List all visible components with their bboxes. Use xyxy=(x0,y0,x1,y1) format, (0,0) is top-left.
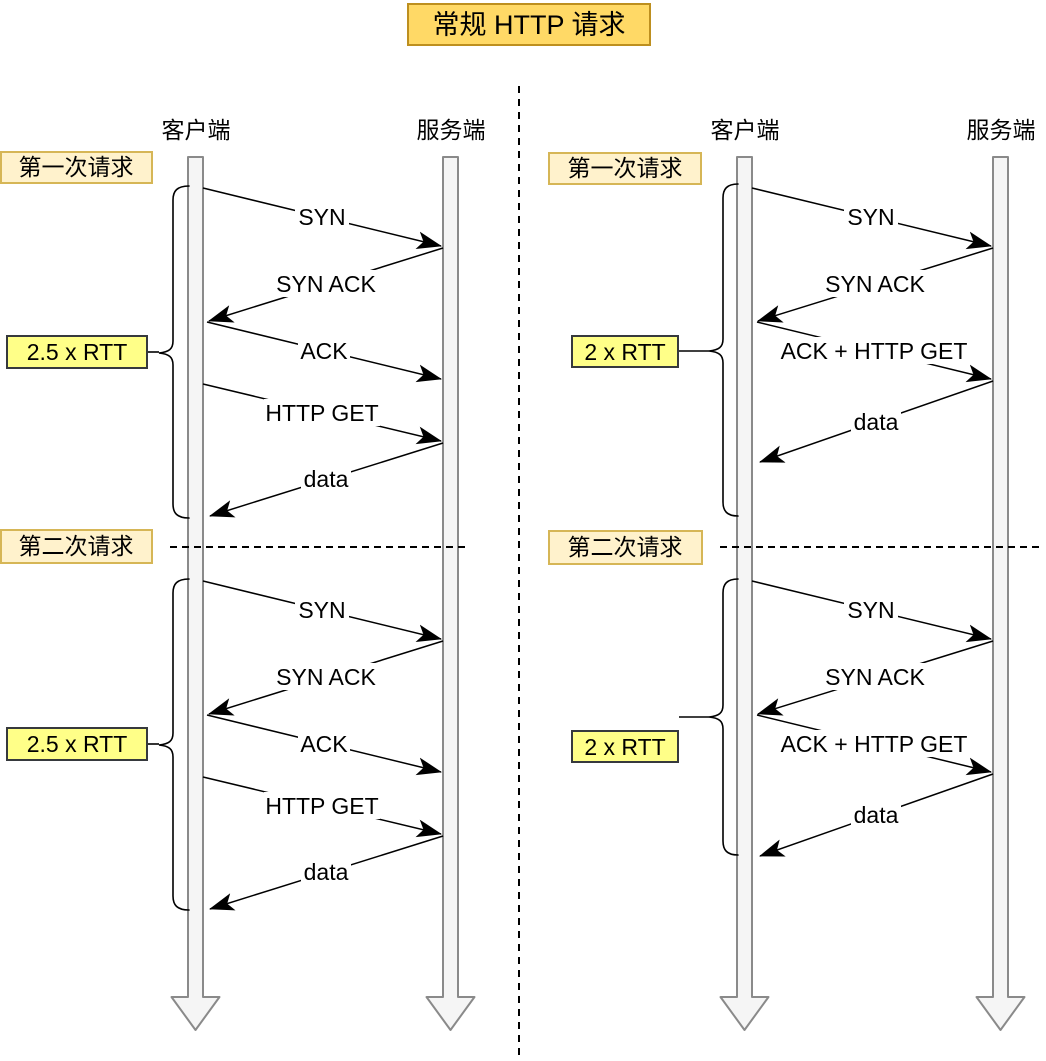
title-text: 常规 HTTP 请求 xyxy=(432,10,625,40)
message-label-bg xyxy=(782,337,966,364)
request2-label-box xyxy=(0,529,153,564)
server-label: 服务端 xyxy=(417,117,486,143)
message-label-syn: SYN xyxy=(298,597,345,623)
client-lifeline-arrow xyxy=(170,156,221,1031)
message-label-bg xyxy=(301,465,351,492)
rtt-label-text: 2.5 x RTT xyxy=(27,339,128,365)
message-label-ack: ACK xyxy=(300,338,348,364)
message-label-bg xyxy=(301,858,351,885)
title-box xyxy=(407,3,651,46)
request1-label-text: 第一次请求 xyxy=(568,155,683,181)
client-label: 客户端 xyxy=(711,117,780,143)
message-label-bg xyxy=(270,270,382,297)
request2-label-box xyxy=(548,530,703,565)
message-label-bg xyxy=(819,663,931,690)
rtt-label-box xyxy=(571,730,679,763)
message-label-bg xyxy=(264,792,380,819)
rtt-brace xyxy=(708,183,739,517)
request2-label-text: 第二次请求 xyxy=(19,533,134,559)
rtt-brace xyxy=(158,185,190,519)
request1-label-text: 第一次请求 xyxy=(19,154,134,180)
message-label-bg xyxy=(270,663,382,690)
message-label-synack: SYN ACK xyxy=(825,271,925,297)
rtt-label-text: 2.5 x RTT xyxy=(27,731,128,757)
server-label: 服务端 xyxy=(967,117,1036,143)
client-label: 客户端 xyxy=(162,117,231,143)
message-label-bg xyxy=(851,801,901,828)
message-label-httpget: HTTP GET xyxy=(265,400,378,426)
request-2-right: 第二次请求 2 x RTT SYN SYN ACK ACK + HTTP GET… xyxy=(548,530,994,857)
message-label-data: data xyxy=(854,802,899,828)
message-label-syn: SYN xyxy=(847,204,894,230)
message-label-bg xyxy=(819,270,931,297)
rtt-label-box xyxy=(6,335,148,369)
request1-label-box xyxy=(548,152,702,185)
rtt-brace xyxy=(708,578,739,856)
request-2-left: 第二次请求 2.5 x RTT SYN SYN ACK ACK HTTP GET… xyxy=(0,529,444,911)
message-label-ack-httpget: ACK + HTTP GET xyxy=(781,731,968,757)
request-1-left: 第一次请求 2.5 x RTT SYN SYN ACK ACK HTTP GET… xyxy=(0,151,444,519)
message-label-bg xyxy=(851,408,901,435)
panel-right: 客户端 服务端 第一次请求 2 x RTT SYN SYN ACK ACK + … xyxy=(548,117,1044,1031)
client-lifeline-arrow xyxy=(719,156,770,1031)
message-label-ack-httpget: ACK + HTTP GET xyxy=(781,338,968,364)
message-label-synack: SYN ACK xyxy=(276,664,376,690)
rtt-label-box xyxy=(571,335,679,368)
rtt-label-box xyxy=(6,727,148,761)
message-label-synack: SYN ACK xyxy=(825,664,925,690)
rtt-label-text: 2 x RTT xyxy=(584,734,665,760)
message-label-data: data xyxy=(304,859,349,885)
message-label-syn: SYN xyxy=(847,597,894,623)
request2-label-text: 第二次请求 xyxy=(568,534,683,560)
panel-left: 客户端 服务端 第一次请求 2.5 x RTT SYN SYN ACK ACK … xyxy=(0,117,486,1031)
message-label-httpget: HTTP GET xyxy=(265,793,378,819)
message-label-bg xyxy=(298,337,350,364)
message-label-ack: ACK xyxy=(300,731,348,757)
request-1-right: 第一次请求 2 x RTT SYN SYN ACK ACK + HTTP GET… xyxy=(548,152,994,517)
message-label-bg xyxy=(298,730,350,757)
rtt-label-text: 2 x RTT xyxy=(584,339,665,365)
message-label-bg xyxy=(295,203,349,230)
message-label-data: data xyxy=(854,409,899,435)
message-label-data: data xyxy=(304,466,349,492)
message-label-bg xyxy=(844,596,898,623)
message-label-bg xyxy=(295,596,349,623)
message-label-bg xyxy=(782,730,966,757)
server-lifeline-arrow xyxy=(425,156,476,1031)
request1-label-box xyxy=(0,151,153,184)
message-label-bg xyxy=(264,399,380,426)
message-label-bg xyxy=(844,203,898,230)
message-label-syn: SYN xyxy=(298,204,345,230)
message-label-synack: SYN ACK xyxy=(276,271,376,297)
rtt-brace xyxy=(158,578,190,911)
diagram-title: 常规 HTTP 请求 xyxy=(407,3,651,46)
server-lifeline-arrow xyxy=(975,156,1026,1031)
